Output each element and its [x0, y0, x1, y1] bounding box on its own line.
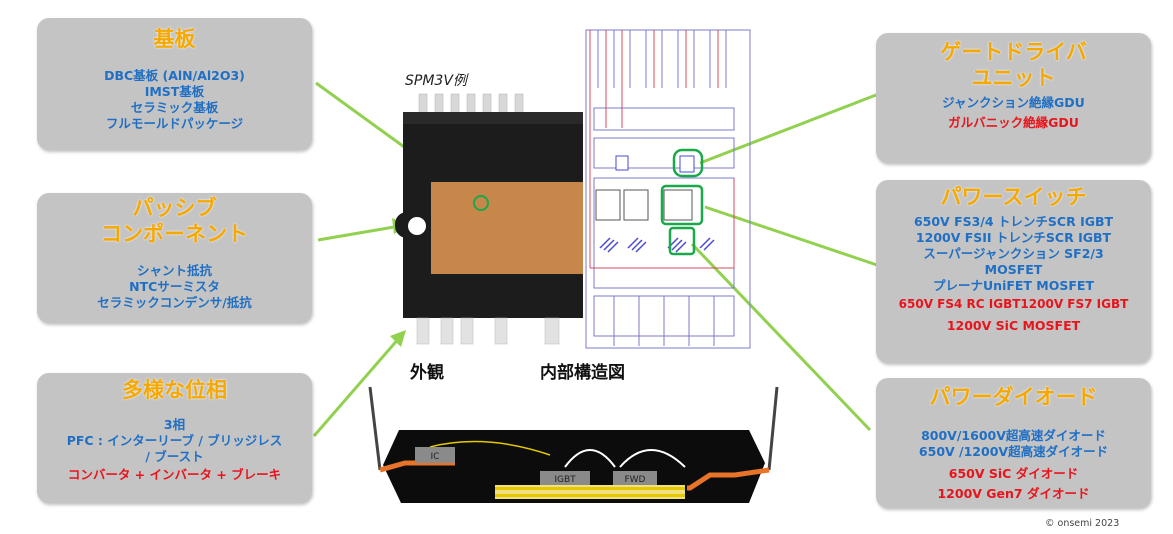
- gdu-title: ゲートドライバ ユニット: [940, 40, 1087, 90]
- diode-item: 800V/1600V超高速ダイオード: [921, 428, 1106, 443]
- substrate-item: セラミック基板: [130, 100, 219, 115]
- phase-item: / ブースト: [145, 449, 204, 464]
- bond-wire-igbt: [564, 449, 616, 468]
- phase-item: コンバータ + インバータ + ブレーキ: [67, 467, 282, 482]
- switch-item: 1200V FSII トレンチSCR IGBT: [915, 230, 1112, 245]
- connector-passive: [317, 224, 401, 242]
- substrate-title: 基板: [153, 27, 196, 51]
- fwd-chip: [613, 471, 657, 485]
- diode-box: パワーダイオード 800V/1600V超高速ダイオード 650V /1200V超…: [876, 378, 1151, 508]
- cross-section-diagram: IC IGBT FWD: [368, 386, 779, 503]
- exterior-label: 外観: [410, 363, 444, 383]
- module-exterior-image: [395, 93, 583, 345]
- passive-item: シャント抵抗: [136, 263, 212, 278]
- diode-item: 650V SiC ダイオード: [948, 466, 1079, 481]
- connector-diode: [690, 242, 872, 432]
- passive-item: セラミックコンデンサ/抵抗: [97, 295, 252, 310]
- switch-box: パワースイッチ 650V FS3/4 トレンチSCR IGBT 1200V FS…: [876, 180, 1151, 363]
- ic-chip: [415, 447, 455, 463]
- switch-title: パワースイッチ: [940, 185, 1087, 209]
- igbt-chip: [540, 471, 590, 485]
- switch-item: 650V FS4 RC IGBT1200V FS7 IGBT: [898, 297, 1129, 311]
- gdu-item: ガルバニック絶縁GDU: [948, 115, 1079, 130]
- igbt-label: IGBT: [554, 475, 576, 485]
- phase-item: 3相: [163, 417, 186, 432]
- substrate-item: IMST基板: [144, 84, 205, 99]
- gdu-highlight: [672, 148, 704, 178]
- diode-item: 650V /1200V超高速ダイオード: [918, 444, 1109, 459]
- phase-box: 多様な位相 3相 PFC : インターリーブ / ブリッジレス / ブースト コ…: [37, 373, 312, 503]
- substrate-box: 基板 DBC基板 (AlN/Al2O3) IMST基板 セラミック基板 フルモー…: [37, 18, 312, 150]
- substrate-item: フルモールドパッケージ: [105, 116, 244, 131]
- phase-item: PFC : インターリーブ / ブリッジレス: [66, 433, 283, 448]
- bond-wire-fwd: [619, 449, 686, 468]
- connector-phase: [312, 336, 402, 437]
- passive-box: パッシブ コンポーネント シャント抵抗 NTCサーミスタ セラミックコンデンサ/…: [37, 193, 312, 323]
- diode-highlight: [668, 226, 696, 256]
- right-lead: [687, 467, 770, 491]
- internal-structure-label: 内部構造図: [540, 363, 625, 383]
- phase-title: 多様な位相: [122, 378, 227, 402]
- substrate-highlight-circle: [473, 195, 489, 211]
- gdu-item: ジャンクション絶縁GDU: [942, 95, 1085, 110]
- passive-title: パッシブ コンポーネント: [101, 196, 248, 246]
- switch-item: MOSFET: [984, 262, 1043, 277]
- switch-item: プレーナUniFET MOSFET: [933, 278, 1094, 293]
- switch-highlight: [660, 184, 704, 226]
- diode-item: 1200V Gen7 ダイオード: [937, 486, 1090, 501]
- arrow-head-phase: [390, 330, 406, 347]
- passive-item: NTCサーミスタ: [129, 279, 220, 294]
- fwd-label: FWD: [624, 475, 645, 485]
- switch-item: 1200V SiC MOSFET: [946, 318, 1081, 333]
- copyright: © onsemi 2023: [1045, 518, 1120, 529]
- gdu-box: ゲートドライバ ユニット ジャンクション絶縁GDU ガルバニック絶縁GDU: [876, 33, 1151, 163]
- substrate-item: DBC基板 (AlN/Al2O3): [104, 68, 245, 83]
- switch-item: 650V FS3/4 トレンチSCR IGBT: [913, 214, 1114, 229]
- connector-gdu: [699, 93, 877, 165]
- copper-substrate: [431, 182, 583, 274]
- switch-item: スーパージャンクション SF2/3: [923, 246, 1104, 261]
- example-label: SPM3V例: [405, 73, 467, 89]
- bond-wire-ic: [429, 440, 551, 456]
- internal-structure-diagram: [585, 29, 751, 349]
- diode-title: パワーダイオード: [929, 385, 1098, 409]
- ic-label: IC: [431, 452, 440, 462]
